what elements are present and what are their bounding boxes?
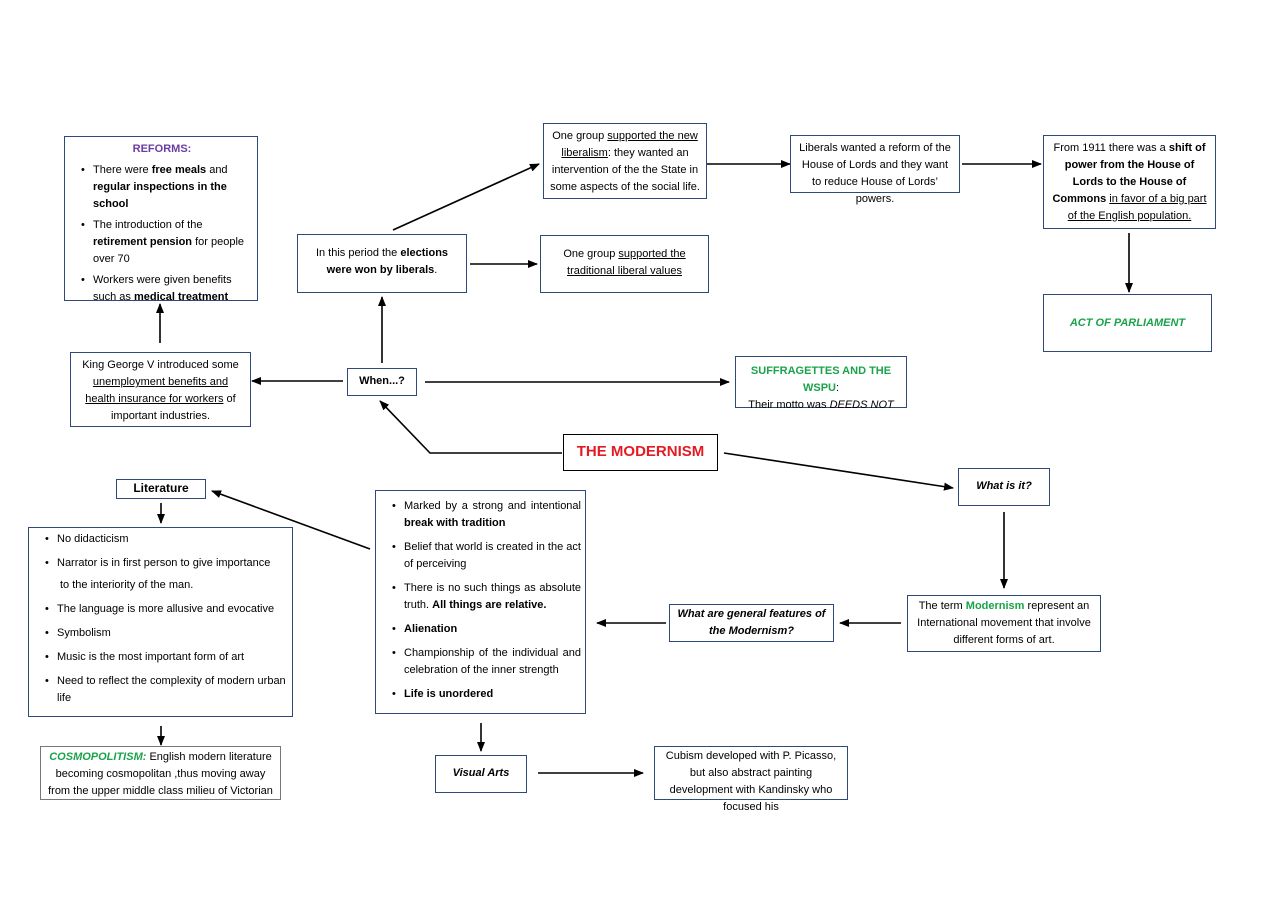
- what-is-it-box: What is it?: [958, 468, 1050, 506]
- general-features-box: What are general features of the Moderni…: [669, 604, 834, 642]
- suffragettes-box: SUFFRAGETTES AND THE WSPU: Their motto w…: [735, 356, 907, 411]
- cubism-box: Cubism developed with P. Picasso, but al…: [654, 746, 848, 813]
- main-title: THE MODERNISM: [563, 434, 718, 471]
- when-box: When...?: [347, 368, 417, 396]
- list-item: No didacticism: [45, 531, 286, 548]
- suffragettes-title: SUFFRAGETTES AND THE WSPU: [750, 365, 892, 394]
- list-item: Symbolism: [45, 625, 286, 642]
- reforms-title: REFORMS:: [132, 143, 192, 155]
- list-item: There were free meals and regular inspec…: [81, 162, 251, 213]
- list-item: The language is more allusive and evocat…: [45, 601, 286, 618]
- literature-title: Literature: [116, 479, 206, 499]
- list-item: The introduction of the retirement pensi…: [81, 217, 251, 268]
- act-of-parliament-label: ACT OF PARLIAMENT: [1069, 317, 1186, 329]
- traditional-values-box: One group supported the traditional libe…: [540, 235, 709, 293]
- elections-box: In this period the elections were won by…: [297, 234, 467, 293]
- list-item: Life is unordered: [392, 686, 581, 703]
- literature-box: No didacticism Narrator is in first pers…: [28, 527, 293, 717]
- list-item: Workers were given benefits such as medi…: [81, 272, 251, 306]
- features-list: Marked by a strong and intentional break…: [384, 498, 581, 703]
- cosmopolitism-box: COSMOPOLITISM: English modern literature…: [40, 746, 281, 800]
- list-item: Alienation: [392, 621, 581, 638]
- visual-arts-box: Visual Arts: [435, 755, 527, 793]
- lords-reform-box: Liberals wanted a reform of the House of…: [790, 135, 960, 205]
- new-liberalism-box: One group supported the new liberalism: …: [543, 123, 707, 199]
- reforms-box: REFORMS: There were free meals and regul…: [64, 136, 258, 303]
- list-item: Belief that world is created in the act …: [392, 539, 581, 573]
- reforms-list: There were free meals and regular inspec…: [73, 162, 251, 306]
- list-item: Marked by a strong and intentional break…: [392, 498, 581, 532]
- shift-of-power-box: From 1911 there was a shift of power fro…: [1043, 135, 1216, 229]
- list-item: There is no such things as absolute trut…: [392, 580, 581, 614]
- features-box: Marked by a strong and intentional break…: [375, 490, 586, 714]
- list-item: Music is the most important form of art: [45, 649, 286, 666]
- list-item: Narrator is in first person to give impo…: [45, 555, 286, 572]
- list-item-continuation: to the interiority of the man.: [60, 579, 194, 591]
- act-of-parliament-box: ACT OF PARLIAMENT: [1043, 294, 1212, 352]
- king-george-box: King George V introduced some unemployme…: [70, 352, 251, 427]
- literature-list: No didacticism Narrator is in first pers…: [37, 531, 286, 707]
- cosmopolitism-title: COSMOPOLITISM:: [49, 751, 147, 763]
- list-item: Need to reflect the complexity of modern…: [45, 673, 286, 707]
- list-item: Championship of the individual and celeb…: [392, 645, 581, 679]
- term-modernism-box: The term Modernism represent an Internat…: [907, 595, 1101, 652]
